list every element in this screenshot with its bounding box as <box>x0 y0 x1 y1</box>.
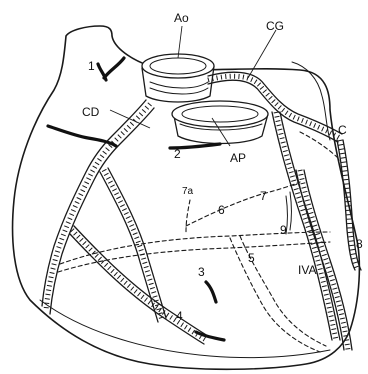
label-8: 8 <box>356 237 363 251</box>
label-1: 1 <box>88 59 95 73</box>
label-ao: Ao <box>174 11 189 25</box>
branch-1b <box>98 64 106 80</box>
label-5: 5 <box>248 251 255 265</box>
label-2: 2 <box>174 147 181 161</box>
aorta <box>142 54 214 102</box>
dashed-vessel-6-7 <box>186 182 300 226</box>
dashed-vessel-a <box>60 232 330 264</box>
label-3: 3 <box>198 265 205 279</box>
dashed-vessel-7a <box>186 200 190 232</box>
label-ap: AP <box>230 151 246 165</box>
branch-left-dark <box>48 126 116 146</box>
label-iva: IVA <box>298 263 316 277</box>
dashed-vessel-b <box>58 242 330 272</box>
branch-4-twig <box>196 332 224 340</box>
leader-ao <box>178 26 182 58</box>
label-c: C <box>338 123 347 137</box>
leader-cg <box>248 30 276 78</box>
pulmonary-artery <box>172 101 268 144</box>
label-cg: CG <box>266 19 284 33</box>
label-6: 6 <box>218 203 225 217</box>
label-7a: 7a <box>182 186 194 197</box>
label-9: 9 <box>280 223 287 237</box>
branch-3-twig <box>206 282 216 302</box>
label-cd: CD <box>82 105 100 119</box>
label-7: 7 <box>260 189 267 203</box>
branch-1 <box>104 58 124 78</box>
label-4: 4 <box>176 309 183 323</box>
